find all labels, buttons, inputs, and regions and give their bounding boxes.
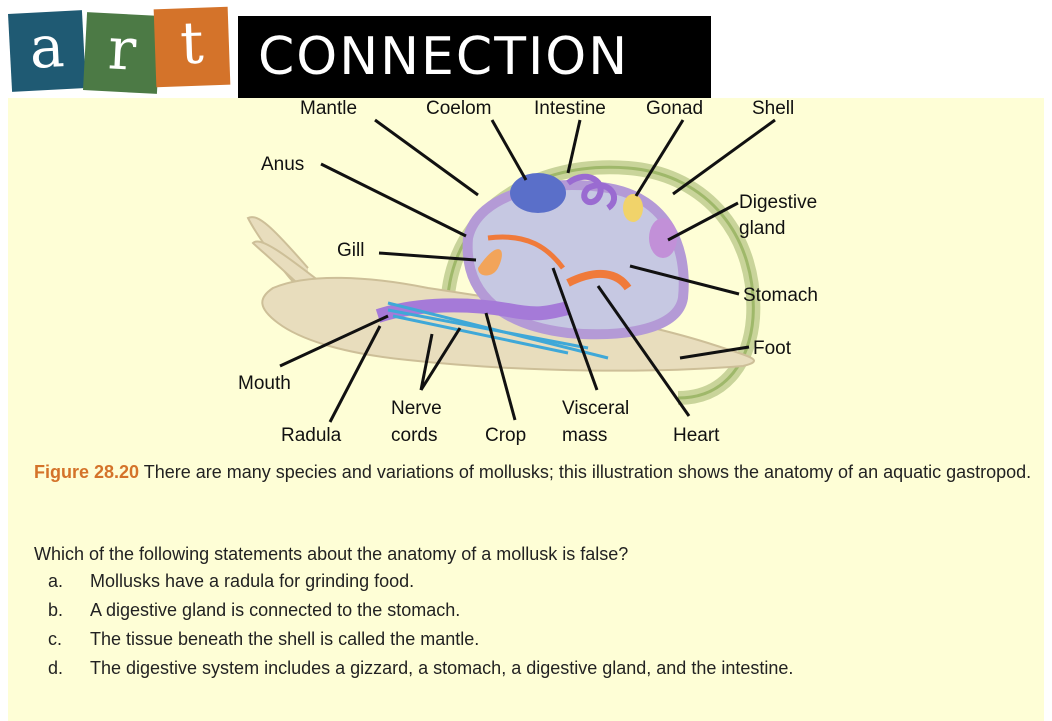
- label-anus: Anus: [261, 154, 304, 176]
- label-gill: Gill: [337, 240, 364, 262]
- option-text: The tissue beneath the shell is called t…: [90, 629, 479, 649]
- label-intestine: Intestine: [534, 98, 606, 120]
- label-visceral-mass-line2: mass: [562, 425, 607, 447]
- option-text: The digestive system includes a gizzard,…: [90, 658, 793, 678]
- header-tile-r: r: [83, 12, 161, 94]
- gastropod-illustration: [8, 98, 1044, 450]
- label-digestive-gland-line2: gland: [739, 218, 786, 240]
- option-letter: b.: [48, 597, 63, 623]
- option-c: c. The tissue beneath the shell is calle…: [34, 626, 1034, 652]
- label-gonad: Gonad: [646, 98, 703, 120]
- header-banner: CONNECTION: [238, 16, 711, 98]
- option-letter: d.: [48, 655, 63, 681]
- option-a: a. Mollusks have a radula for grinding f…: [34, 568, 1034, 594]
- caption-text: There are many species and variations of…: [139, 462, 1031, 482]
- figure-caption: Figure 28.20 There are many species and …: [34, 458, 1034, 487]
- header-tile-a: a: [8, 10, 86, 92]
- option-letter: c.: [48, 626, 62, 652]
- label-coelom: Coelom: [426, 98, 491, 120]
- option-text: Mollusks have a radula for grinding food…: [90, 571, 414, 591]
- label-radula: Radula: [281, 425, 341, 447]
- question-text: Which of the following statements about …: [34, 541, 1034, 567]
- label-shell: Shell: [752, 98, 794, 120]
- gastropod-anatomy-figure: Mantle Coelom Intestine Gonad Shell Anus…: [8, 98, 1044, 450]
- header-tile-t: t: [154, 7, 231, 88]
- figure-number: Figure 28.20: [34, 462, 139, 482]
- option-b: b. A digestive gland is connected to the…: [34, 597, 1034, 623]
- art-connection-header: a r t CONNECTION: [8, 8, 711, 98]
- option-d: d. The digestive system includes a gizza…: [34, 655, 1034, 681]
- label-visceral-mass-line1: Visceral: [562, 398, 629, 420]
- label-foot: Foot: [753, 338, 791, 360]
- label-crop: Crop: [485, 425, 526, 447]
- label-nerve-cords-line1: Nerve: [391, 398, 442, 420]
- option-letter: a.: [48, 568, 63, 594]
- label-mantle: Mantle: [300, 98, 357, 120]
- label-stomach: Stomach: [743, 285, 818, 307]
- option-text: A digestive gland is connected to the st…: [90, 600, 460, 620]
- label-heart: Heart: [673, 425, 719, 447]
- content-panel: Mantle Coelom Intestine Gonad Shell Anus…: [8, 98, 1044, 721]
- label-mouth: Mouth: [238, 373, 291, 395]
- label-digestive-gland-line1: Digestive: [739, 192, 817, 214]
- answer-options: a. Mollusks have a radula for grinding f…: [34, 568, 1034, 684]
- label-nerve-cords-line2: cords: [391, 425, 437, 447]
